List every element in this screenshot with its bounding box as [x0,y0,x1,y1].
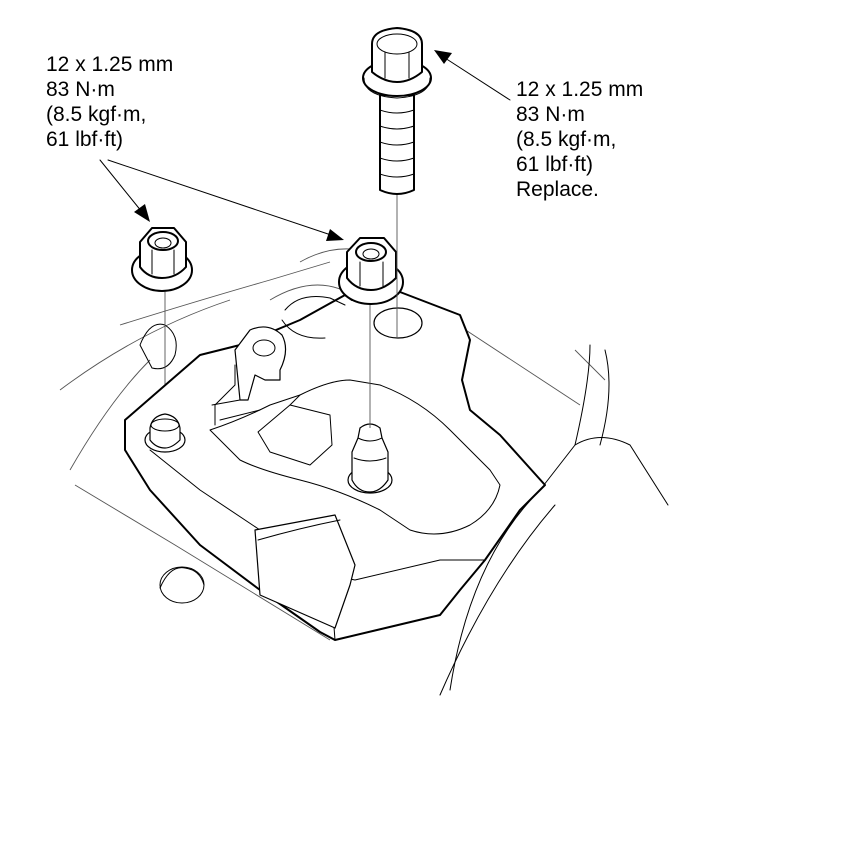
bolt-torque-lbfft: 61 lbf·ft) [516,153,594,176]
leader-left-nut [99,159,143,213]
mount-bracket [124,291,546,641]
arrowhead-bolt [434,50,452,64]
bolt-torque-kgfm: (8.5 kgf·m, [516,128,617,151]
arrowhead-right-nut [326,229,344,241]
nut-torque-nm: 83 N·m [46,78,115,101]
bolt-torque-callout: 12 x 1.25 mm 83 N·m (8.5 kgf·m, 61 lbf·f… [516,77,643,202]
bolt-replace-note: Replace. [516,178,599,201]
arrowhead-left-nut [134,204,150,222]
bolt-thread-spec: 12 x 1.25 mm [516,78,644,101]
nut-torque-kgfm: (8.5 kgf·m, [46,103,147,126]
leader-bolt [444,57,511,101]
leader-lines [99,50,511,241]
left-flange-nut [131,227,193,292]
right-flange-nut [338,237,404,305]
leader-right-nut [107,159,335,237]
nut-torque-callout: 12 x 1.25 mm 83 N·m (8.5 kgf·m, 61 lbf·f… [46,52,173,152]
center-stud [347,290,393,494]
lower-left-stud [144,413,186,453]
bolt-torque-nm: 83 N·m [516,103,585,126]
flange-bolt [362,27,432,338]
nut-torque-lbfft: 61 lbf·ft) [46,128,124,151]
nut-thread-spec: 12 x 1.25 mm [46,53,174,76]
